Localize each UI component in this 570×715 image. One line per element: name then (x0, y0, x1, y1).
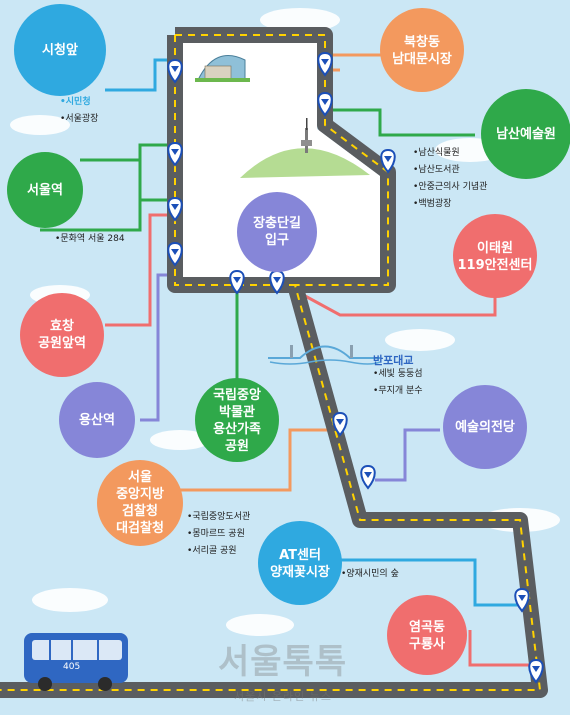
namsan-hill (240, 148, 370, 178)
note-item: 백범광장 (413, 196, 487, 213)
stop-marker-icon (167, 196, 183, 222)
stop-marker-icon (514, 587, 530, 613)
station-title-yeomgok: 염곡동 구룡사 (409, 620, 445, 652)
note-item: 안중근의사 기념관 (413, 179, 487, 196)
station-circle-jangchung (237, 192, 317, 272)
station-title-court: 서울 중앙지방 검찰청 대검찰청 (116, 470, 164, 536)
station-circle-at-center (258, 521, 342, 605)
note-item: 몽마르뜨 공원 (187, 526, 250, 543)
station-circle-court (97, 460, 183, 546)
station-title-jangchung: 장충단길 입구 (253, 216, 301, 248)
bus-number: 405 (63, 662, 81, 672)
stop-marker-icon (229, 269, 245, 295)
station-circle-yeomgok (387, 595, 467, 675)
stop-marker-icon (332, 411, 348, 437)
station-circle-yongsan (59, 382, 135, 458)
note-item: 국립중앙도서관 (187, 509, 250, 526)
station-circle-seoul-station (7, 152, 83, 228)
stop-marker-icon (167, 241, 183, 267)
station-title-seoul-station: 서울역 (27, 183, 63, 198)
note-item: 남산식물원 (413, 145, 487, 162)
note-item: 양재시민의 숲 (341, 566, 399, 583)
stop-marker-icon (360, 464, 376, 490)
watermark: 서울톡톡 (218, 642, 348, 682)
road-lane (0, 34, 542, 691)
station-circle-namsan-art (481, 89, 570, 179)
station-circle-city-hall (14, 4, 106, 96)
station-title-arts-center: 예술의전당 (455, 420, 515, 435)
notes-court: 국립중앙도서관 몽마르뜨 공원 서리골 공원 (187, 509, 250, 560)
station-title-yongsan: 용산역 (79, 413, 115, 428)
note-item: 서리골 공원 (187, 543, 250, 560)
stop-markers (167, 51, 544, 684)
banpo-title: 반포대교 (373, 353, 413, 367)
notes-seoul-station: 문화역 서울 284 (55, 231, 124, 248)
note-item: 무지개 분수 (373, 383, 422, 400)
stop-marker-icon (167, 58, 183, 84)
notes-at-center: 양재시민의 숲 (341, 566, 399, 583)
notes-namsan-art: 남산식물원 남산도서관 안중근의사 기념관 백범광장 (413, 145, 487, 213)
stop-marker-icon (380, 148, 396, 174)
city-hall-building-icon (195, 55, 250, 82)
bus-icon (24, 633, 128, 691)
stop-marker-icon (317, 51, 333, 77)
station-title-itaewon: 이태원 119안전센터 (457, 241, 533, 273)
note-item: 남산도서관 (413, 162, 487, 179)
station-title-namsan-art: 남산예술원 (496, 127, 556, 142)
stop-marker-icon (167, 141, 183, 167)
notes-banpo: 세빛 둥둥섬 무지개 분수 (373, 366, 422, 400)
notes-city-hall: 시민청 서울광장 (60, 94, 98, 128)
station-title-museum: 국립중앙 박물관 용산가족 공원 (213, 388, 261, 454)
watermark-sub: 서울시 온라인 뉴스 (234, 690, 332, 703)
station-circle-arts-center (443, 385, 527, 469)
station-circle-hyochang (20, 293, 104, 377)
note-item: 서울광장 (60, 111, 98, 128)
station-title-bukchang: 북창동 남대문시장 (392, 35, 452, 67)
station-circles (7, 4, 570, 675)
namsan-tower-icon (301, 118, 312, 153)
note-item: 문화역 서울 284 (55, 231, 124, 248)
note-item: 시민청 (60, 94, 98, 111)
station-title-hyochang: 효창 공원앞역 (38, 319, 86, 351)
station-title-city-hall: 시청앞 (42, 43, 78, 58)
station-circle-museum (195, 378, 279, 462)
station-circle-itaewon (453, 214, 537, 298)
note-item: 세빛 둥둥섬 (373, 366, 422, 383)
stop-marker-icon (317, 91, 333, 117)
station-circle-bukchang (380, 8, 464, 92)
station-title-at-center: AT센터 양재꽃시장 (270, 548, 330, 580)
stop-marker-icon (528, 658, 544, 684)
banpo-bridge-icon (268, 345, 381, 365)
